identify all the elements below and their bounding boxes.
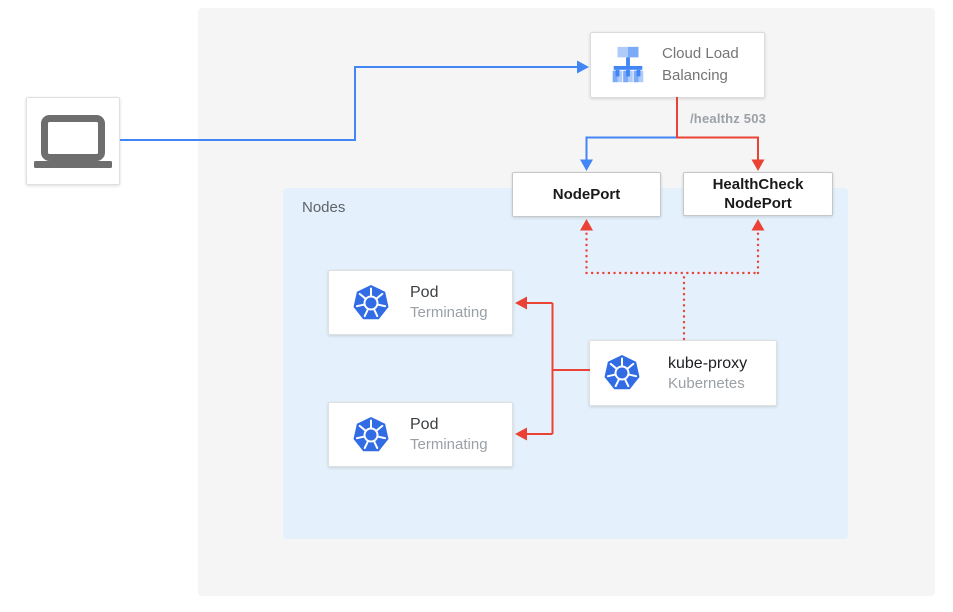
cloud-load-balancing-label: Cloud Load Balancing (662, 45, 739, 84)
healthcheck-nodeport-node: HealthCheck NodePort (683, 172, 833, 216)
pod-terminating-node-1: Pod Terminating (328, 270, 513, 335)
nodes-container-label: Nodes (302, 199, 346, 216)
pod-1-label: Pod Terminating (410, 284, 488, 321)
kube-proxy-node: kube-proxy Kubernetes (589, 340, 777, 406)
pod-2-label: Pod Terminating (410, 416, 488, 453)
healthcheck-nodeport-label: HealthCheck NodePort (712, 176, 804, 212)
pod-terminating-node-2: Pod Terminating (328, 402, 513, 467)
kubernetes-icon (352, 416, 390, 454)
nodeport-node: NodePort (512, 172, 661, 217)
laptop-icon (34, 114, 112, 168)
kubernetes-icon (603, 354, 641, 392)
kubernetes-icon (352, 284, 390, 322)
cloud-load-balancing-icon (606, 43, 650, 87)
nodeport-label: NodePort (552, 186, 621, 203)
healthz-503-label: /healthz 503 (690, 111, 767, 126)
client-laptop-node (26, 97, 120, 185)
kube-proxy-label: kube-proxy Kubernetes (668, 354, 748, 392)
cloud-load-balancing-node: Cloud Load Balancing (590, 32, 765, 98)
